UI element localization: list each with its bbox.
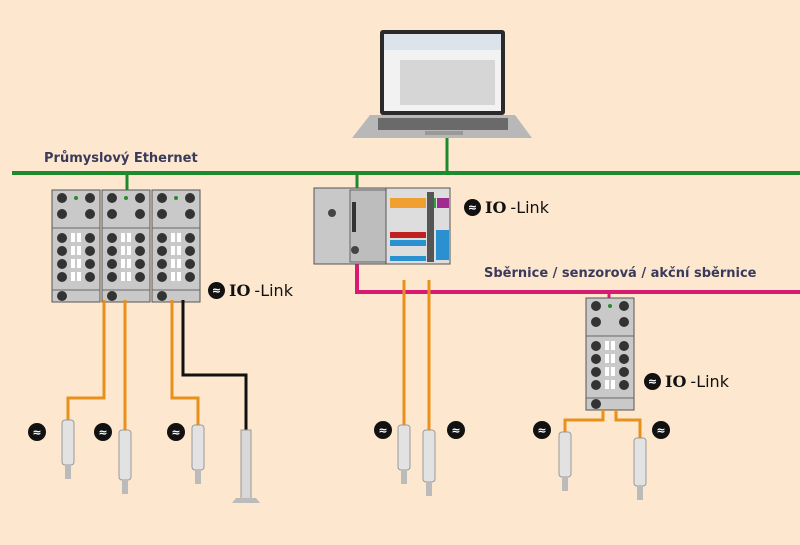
- sensor: [191, 424, 205, 484]
- sensor: [61, 419, 75, 479]
- right-io-link-master: [585, 297, 635, 411]
- io-link-sensor-icon: ≈: [447, 421, 465, 439]
- sensor: [558, 431, 572, 491]
- fieldbus-label: Sběrnice / senzorová / akční sběrnice: [484, 266, 757, 281]
- io-link-icon: ≈: [464, 199, 481, 216]
- io-link-icon: ≈: [208, 282, 225, 299]
- io-link-logo-plc: ≈IO-Link: [464, 198, 549, 217]
- plc-controller: [313, 187, 451, 265]
- io-link-sensor-icon: ≈: [533, 421, 551, 439]
- sensor: [118, 429, 132, 494]
- io-link-master-2: [101, 189, 151, 303]
- sensor: [397, 424, 411, 484]
- io-link-sensor-icon: ≈: [167, 423, 185, 441]
- io-link-master-4: [585, 297, 635, 411]
- io-link-sensor-icon: ≈: [28, 423, 46, 441]
- io-link-sensor-icon: ≈: [94, 423, 112, 441]
- sensors: [61, 419, 647, 503]
- io-link-sensor-icon: ≈: [652, 421, 670, 439]
- fieldbus-line: [355, 262, 800, 294]
- laptop: [352, 30, 532, 138]
- io-link-master-1: [51, 189, 101, 303]
- level-probe: [232, 429, 260, 503]
- io-link-sensor-icon: ≈: [374, 421, 392, 439]
- left-io-link-masters: [51, 189, 201, 303]
- io-link-master-3: [151, 189, 201, 303]
- ethernet-label: Průmyslový Ethernet: [44, 151, 198, 166]
- sensor: [633, 437, 647, 500]
- io-link-logo-right-master: ≈IO-Link: [644, 372, 729, 391]
- sensor-cables: [66, 280, 642, 438]
- sensor: [422, 429, 436, 496]
- io-link-icon: ≈: [644, 373, 661, 390]
- io-link-logo-masters: ≈IO-Link: [208, 281, 293, 300]
